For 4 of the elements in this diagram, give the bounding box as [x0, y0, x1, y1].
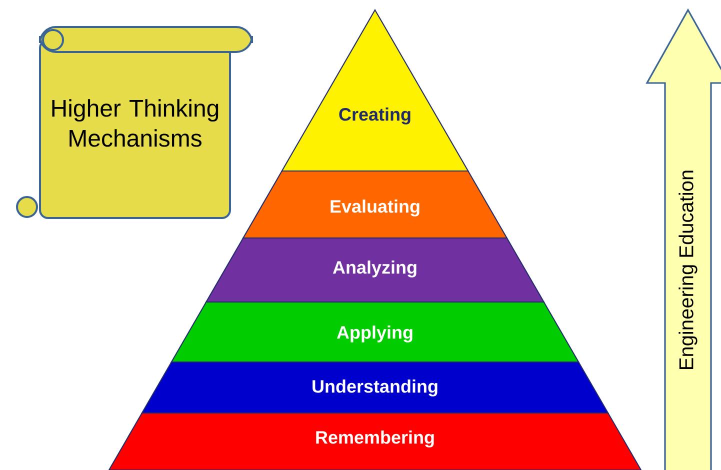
pyramid-level: Understanding	[141, 361, 609, 414]
pyramid-level: Applying	[170, 301, 580, 363]
pyramid-level: Remembering	[108, 412, 642, 470]
scroll-banner: Higher Thinking Mechanisms	[16, 26, 253, 219]
